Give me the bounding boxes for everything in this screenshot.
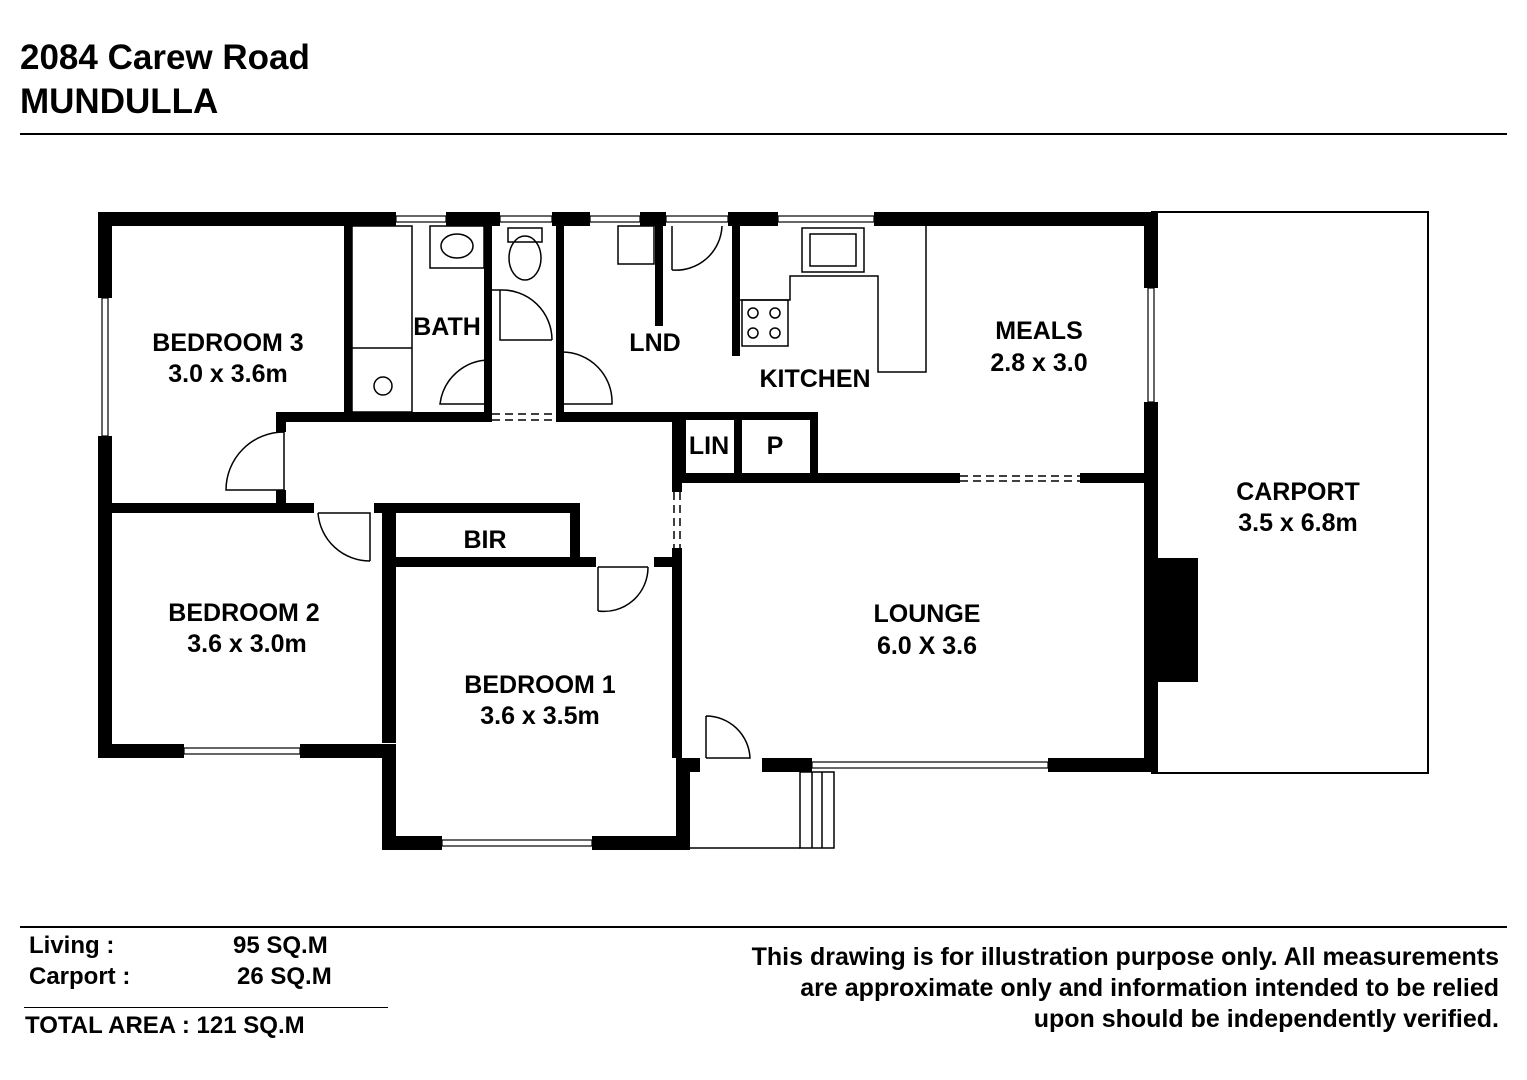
- bedroom-3-size: 3.0 x 3.6m: [168, 360, 288, 388]
- bath-label: BATH: [413, 313, 481, 341]
- living-area-label: Living :: [29, 932, 115, 959]
- total-divider: [24, 1007, 388, 1008]
- footer-divider: [20, 926, 1507, 928]
- interior-walls: [98, 226, 1150, 758]
- total-area: TOTAL AREA : 121 SQ.M: [25, 1012, 305, 1039]
- pantry-label: P: [767, 432, 784, 460]
- linen-label: LIN: [689, 432, 729, 460]
- living-area-value: 95 SQ.M: [233, 932, 328, 959]
- openings: [492, 413, 1080, 548]
- fixtures: [351, 225, 927, 849]
- carport-label: CARPORT: [1236, 478, 1360, 506]
- disclaimer-line-1: This drawing is for illustration purpose…: [751, 943, 1499, 971]
- windows: [101, 215, 1155, 847]
- bedroom-3-label: BEDROOM 3: [152, 329, 303, 357]
- carport-area-label: Carport :: [29, 963, 131, 990]
- bedroom-1-label: BEDROOM 1: [464, 671, 616, 699]
- header-divider: [20, 133, 1507, 135]
- disclaimer-line-2: are approximate only and information int…: [800, 974, 1499, 1002]
- laundry-label: LND: [629, 329, 680, 357]
- kitchen-label: KITCHEN: [759, 365, 870, 393]
- disclaimer-line-3: upon should be independently verified.: [1033, 1005, 1499, 1033]
- bir-label: BIR: [463, 526, 506, 554]
- lounge-label: LOUNGE: [874, 600, 981, 628]
- bedroom-2-size: 3.6 x 3.0m: [187, 630, 307, 658]
- lounge-size: 6.0 X 3.6: [877, 632, 977, 660]
- address-line-2: MUNDULLA: [20, 82, 219, 121]
- carport-size: 3.5 x 6.8m: [1238, 509, 1358, 537]
- bedroom-1-size: 3.6 x 3.5m: [480, 702, 600, 730]
- meals-size: 2.8 x 3.0: [990, 349, 1087, 377]
- door-swings: [225, 225, 751, 759]
- carport-area-value: 26 SQ.M: [237, 963, 332, 990]
- bedroom-2-label: BEDROOM 2: [168, 599, 319, 627]
- exterior-walls: [98, 212, 1198, 850]
- address-line-1: 2084 Carew Road: [20, 38, 310, 77]
- meals-label: MEALS: [995, 317, 1083, 345]
- disclaimer: This drawing is for illustration purpose…: [599, 942, 1499, 1035]
